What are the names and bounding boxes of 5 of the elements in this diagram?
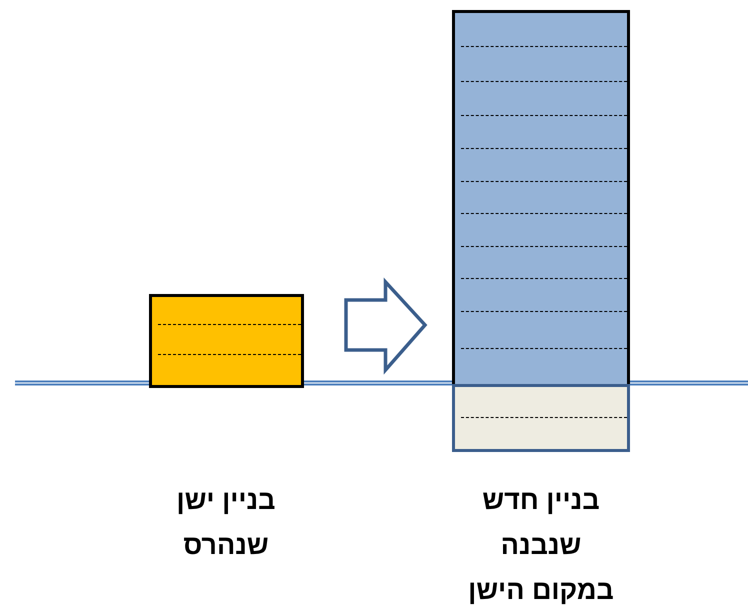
old-building <box>149 294 304 388</box>
block-arrow <box>344 278 428 375</box>
building-caption: בניין חדש שנבנה במקום הישן <box>467 484 615 606</box>
basement-box <box>452 384 630 452</box>
building-caption: בניין ישן שנהרס <box>176 484 276 562</box>
